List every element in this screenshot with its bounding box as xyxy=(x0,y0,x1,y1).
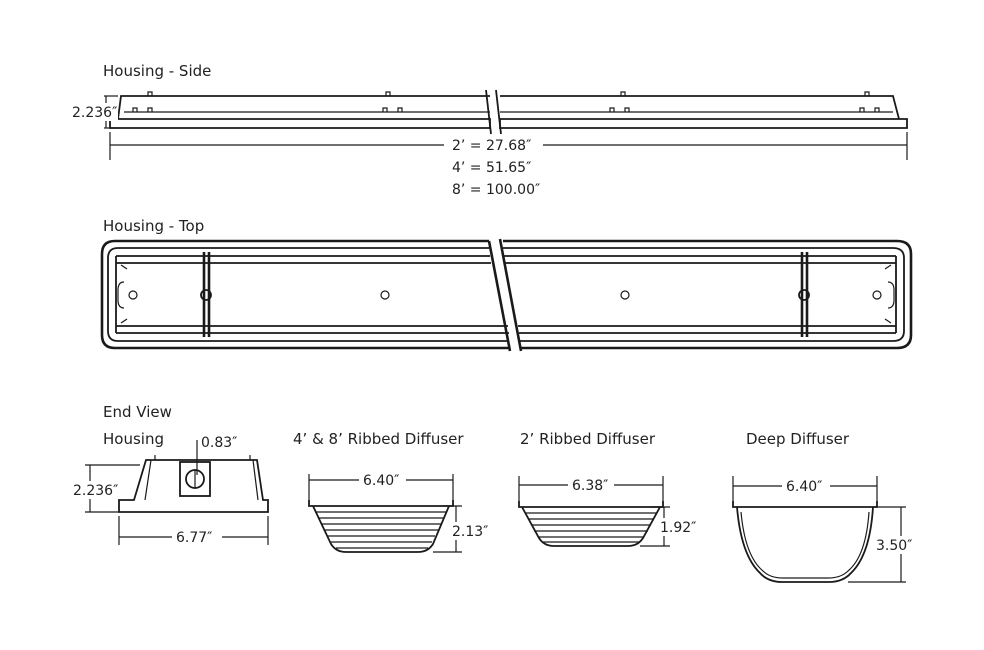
ribbed2-width-text: 6.38″ xyxy=(572,478,608,494)
ribbed48-width-dimension: 6.40″ xyxy=(308,473,454,500)
ribbed-diffuser-48: 4’ & 8’ Ribbed Diffuser 6.40″ 2.13″ xyxy=(293,430,494,553)
end-view-housing: End View Housing 0.83″ 2.236″ xyxy=(71,403,269,546)
housing-top-label: Housing - Top xyxy=(103,217,204,235)
end-width-dimension: 6.77″ xyxy=(118,516,269,546)
ribbed2-height-text: 1.92″ xyxy=(660,520,696,536)
side-height-dimension: 2.236″ xyxy=(70,95,118,129)
ribbed48-profile xyxy=(308,500,454,553)
deep-profile xyxy=(732,501,878,583)
housing-side-label: Housing - Side xyxy=(103,62,211,80)
housing-label: Housing xyxy=(103,430,164,448)
length-8ft: 8’ = 100.00″ xyxy=(452,182,540,198)
deep-label: Deep Diffuser xyxy=(746,430,850,448)
side-length-dimension: 2’ = 27.68″ 4’ = 51.65″ 8’ = 100.00″ xyxy=(109,132,908,198)
end-height-dimension: 2.236″ xyxy=(71,464,140,513)
housing-side-body xyxy=(109,89,908,135)
end-housing-profile xyxy=(118,455,269,513)
ribbed48-height-dimension: 2.13″ xyxy=(433,505,494,553)
ribbed2-label: 2’ Ribbed Diffuser xyxy=(520,430,656,448)
ribbed-diffuser-2: 2’ Ribbed Diffuser 6.38″ 1.92″ xyxy=(518,430,702,547)
ribbed2-profile xyxy=(518,501,664,547)
deep-height-text: 3.50″ xyxy=(876,538,912,554)
deep-height-dimension: 3.50″ xyxy=(848,506,920,583)
deep-width-text: 6.40″ xyxy=(786,479,822,495)
end-height-text: 2.236″ xyxy=(73,483,118,499)
deep-diffuser: Deep Diffuser 6.40″ 3.50″ xyxy=(732,430,920,583)
length-2ft: 2’ = 27.68″ xyxy=(452,138,531,154)
ribbed2-height-dimension: 1.92″ xyxy=(640,506,702,547)
housing-side-view: Housing - Side 2.236″ xyxy=(70,62,908,198)
ribbed48-label: 4’ & 8’ Ribbed Diffuser xyxy=(293,430,464,448)
end-top-dimension: 0.83″ xyxy=(196,435,237,475)
deep-width-dimension: 6.40″ xyxy=(732,476,878,501)
end-view-label: End View xyxy=(103,403,172,421)
ribbed48-width-text: 6.40″ xyxy=(363,473,399,489)
ribbed48-height-text: 2.13″ xyxy=(452,524,488,540)
length-4ft: 4’ = 51.65″ xyxy=(452,160,531,176)
end-top-text: 0.83″ xyxy=(201,435,237,451)
ribbed2-width-dimension: 6.38″ xyxy=(518,476,664,501)
side-height-text: 2.236″ xyxy=(72,105,117,121)
housing-top-body xyxy=(100,238,913,352)
end-width-text: 6.77″ xyxy=(176,530,212,546)
housing-top-view: Housing - Top xyxy=(100,217,913,352)
